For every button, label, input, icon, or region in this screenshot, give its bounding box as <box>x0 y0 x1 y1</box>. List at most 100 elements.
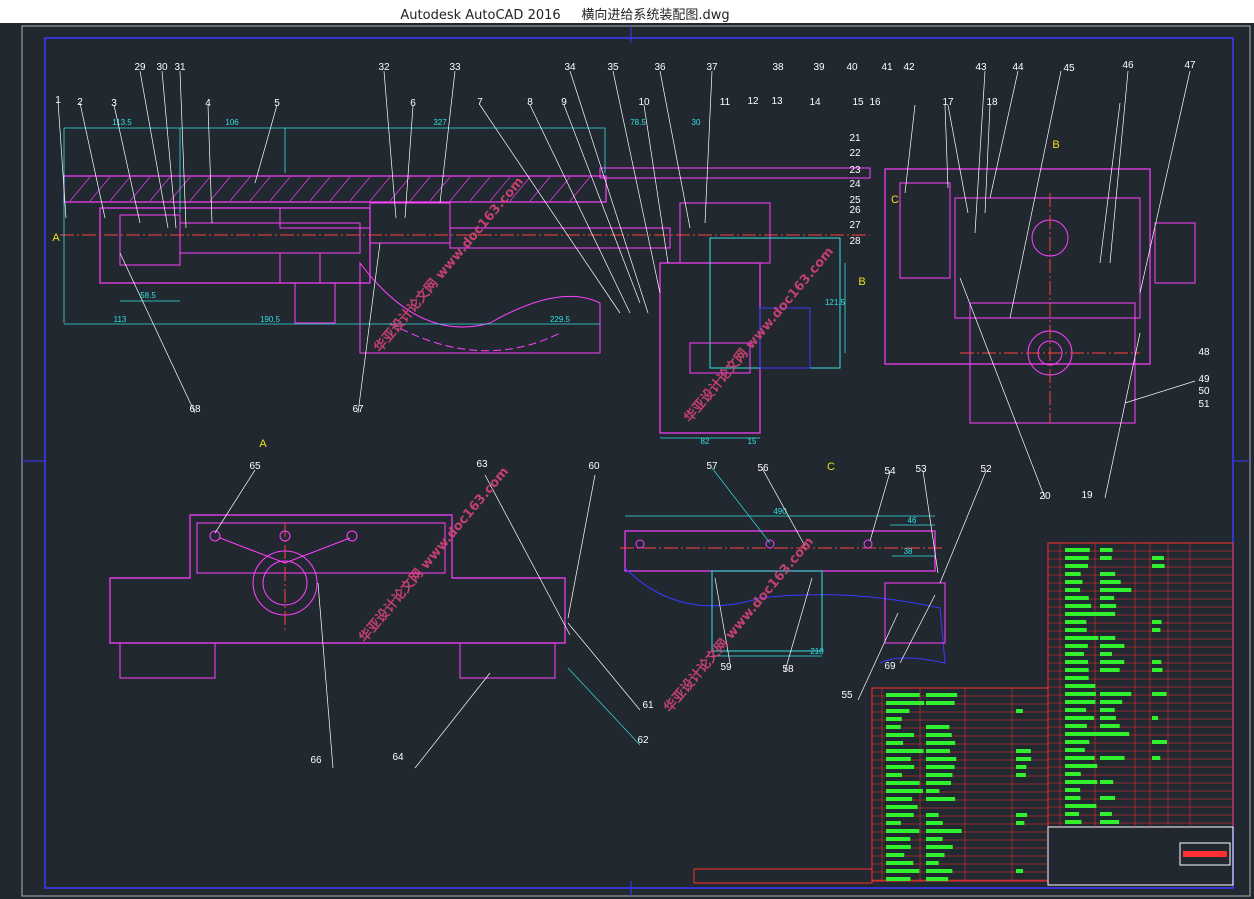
part-39: 39 <box>813 62 825 73</box>
dim-121-5: 121.5 <box>825 298 846 307</box>
part-45: 45 <box>1063 63 1075 74</box>
part-27: 27 <box>849 220 861 231</box>
part-64: 64 <box>392 752 404 763</box>
part-31: 31 <box>174 62 186 73</box>
dim-190-5: 190.5 <box>260 315 281 324</box>
dim-210: 210 <box>810 647 824 656</box>
svg-text:华亚设计论文网 www.doc163.com: 华亚设计论文网 www.doc163.com <box>356 464 512 646</box>
part-49: 49 <box>1198 374 1210 385</box>
part-69: 69 <box>884 661 896 672</box>
part-48: 48 <box>1198 347 1210 358</box>
svg-text:华亚设计论文网 www.doc163.com: 华亚设计论文网 www.doc163.com <box>681 244 837 426</box>
drawing-canvas[interactable]: 113.5 106 327 78.5 30 58.5 113 190.5 229… <box>0 23 1254 899</box>
part-60: 60 <box>588 461 600 472</box>
dim-490: 490 <box>773 507 787 516</box>
part-1: 1 <box>55 95 61 106</box>
part-51: 51 <box>1198 399 1210 410</box>
part-17: 17 <box>942 97 954 108</box>
window-title: Autodesk AutoCAD 2016 横向进给系统装配图.dwg <box>400 8 730 23</box>
part-58: 58 <box>782 664 794 675</box>
part-9: 9 <box>561 97 567 108</box>
watermark-stamps: 华亚设计论文网 www.doc163.com 华亚设计论文网 www.doc16… <box>356 174 837 716</box>
part-16: 16 <box>869 97 881 108</box>
main-dimension-texts: 113.5 106 327 78.5 30 58.5 113 190.5 229… <box>112 118 845 446</box>
part-50: 50 <box>1198 386 1210 397</box>
part-6: 6 <box>410 98 416 109</box>
section-mark-c: C <box>891 194 899 206</box>
part-56: 56 <box>757 463 769 474</box>
part-2: 2 <box>77 97 83 108</box>
part-38: 38 <box>772 62 784 73</box>
part-19: 19 <box>1081 490 1093 501</box>
part-52: 52 <box>980 464 992 475</box>
part-15: 15 <box>852 97 864 108</box>
dim-113-5: 113.5 <box>112 118 132 127</box>
part-47: 47 <box>1184 60 1196 71</box>
part-26: 26 <box>849 205 861 216</box>
dim-78-5: 78.5 <box>630 118 646 127</box>
part-18: 18 <box>986 97 998 108</box>
part-3: 3 <box>111 98 117 109</box>
part-21: 21 <box>849 133 861 144</box>
part-54: 54 <box>884 466 896 477</box>
part-43: 43 <box>975 62 987 73</box>
part-29: 29 <box>134 62 146 73</box>
part-59: 59 <box>720 662 732 673</box>
part-14: 14 <box>809 97 821 108</box>
dim-30: 30 <box>692 118 701 127</box>
part-65: 65 <box>249 461 261 472</box>
part-12: 12 <box>747 96 759 107</box>
section-mark-a: A <box>52 232 60 244</box>
sheet-center-marks <box>22 26 1250 896</box>
view-a-drawing <box>109 514 566 679</box>
dim-229-5: 229.5 <box>550 315 571 324</box>
part-46: 46 <box>1122 60 1134 71</box>
part-40: 40 <box>846 62 858 73</box>
part-28: 28 <box>849 236 861 247</box>
part-5: 5 <box>274 98 280 109</box>
part-67: 67 <box>352 404 364 415</box>
part-37: 37 <box>706 62 718 73</box>
part-4: 4 <box>205 98 211 109</box>
view-c-drawing <box>620 530 946 664</box>
parts-list-table <box>693 542 1234 886</box>
part-13: 13 <box>771 96 783 107</box>
part-8: 8 <box>527 97 533 108</box>
part-7: 7 <box>477 97 483 108</box>
part-61: 61 <box>642 700 654 711</box>
part-30: 30 <box>156 62 168 73</box>
dim-82: 82 <box>701 437 710 446</box>
part-32: 32 <box>378 62 390 73</box>
part-62: 62 <box>637 735 649 746</box>
part-number-labels: 1 2 3 29 30 31 4 5 32 6 33 7 8 9 34 35 1… <box>55 60 1210 502</box>
dim-113: 113 <box>114 315 127 324</box>
svg-text:华亚设计论文网 www.doc163.com: 华亚设计论文网 www.doc163.com <box>371 174 527 356</box>
section-mark-b: B <box>858 276 865 288</box>
part-57: 57 <box>706 461 718 472</box>
part-35: 35 <box>607 62 619 73</box>
dim-327: 327 <box>433 118 447 127</box>
dim-106: 106 <box>225 118 239 127</box>
dim-58-5: 58.5 <box>140 291 156 300</box>
section-mark-b-top: B <box>1052 139 1059 151</box>
leader-lines <box>57 70 1196 499</box>
part-41: 41 <box>881 62 893 73</box>
part-42: 42 <box>903 62 915 73</box>
view-title-c: C <box>827 461 835 473</box>
part-44: 44 <box>1012 62 1024 73</box>
part-10: 10 <box>638 97 650 108</box>
view-title-a: A <box>259 438 267 450</box>
part-11: 11 <box>720 97 731 108</box>
dim-38: 38 <box>904 547 913 556</box>
part-33: 33 <box>449 62 461 73</box>
part-20: 20 <box>1039 491 1051 502</box>
part-25: 25 <box>849 195 861 206</box>
part-22: 22 <box>849 148 861 159</box>
part-34: 34 <box>564 62 576 73</box>
dim-15: 15 <box>748 437 757 446</box>
sheet-inner-border <box>44 37 1234 889</box>
dim-46: 46 <box>908 516 917 525</box>
part-23: 23 <box>849 165 861 176</box>
svg-text:华亚设计论文网 www.doc163.com: 华亚设计论文网 www.doc163.com <box>661 534 817 716</box>
main-assembly-view <box>60 167 1196 434</box>
